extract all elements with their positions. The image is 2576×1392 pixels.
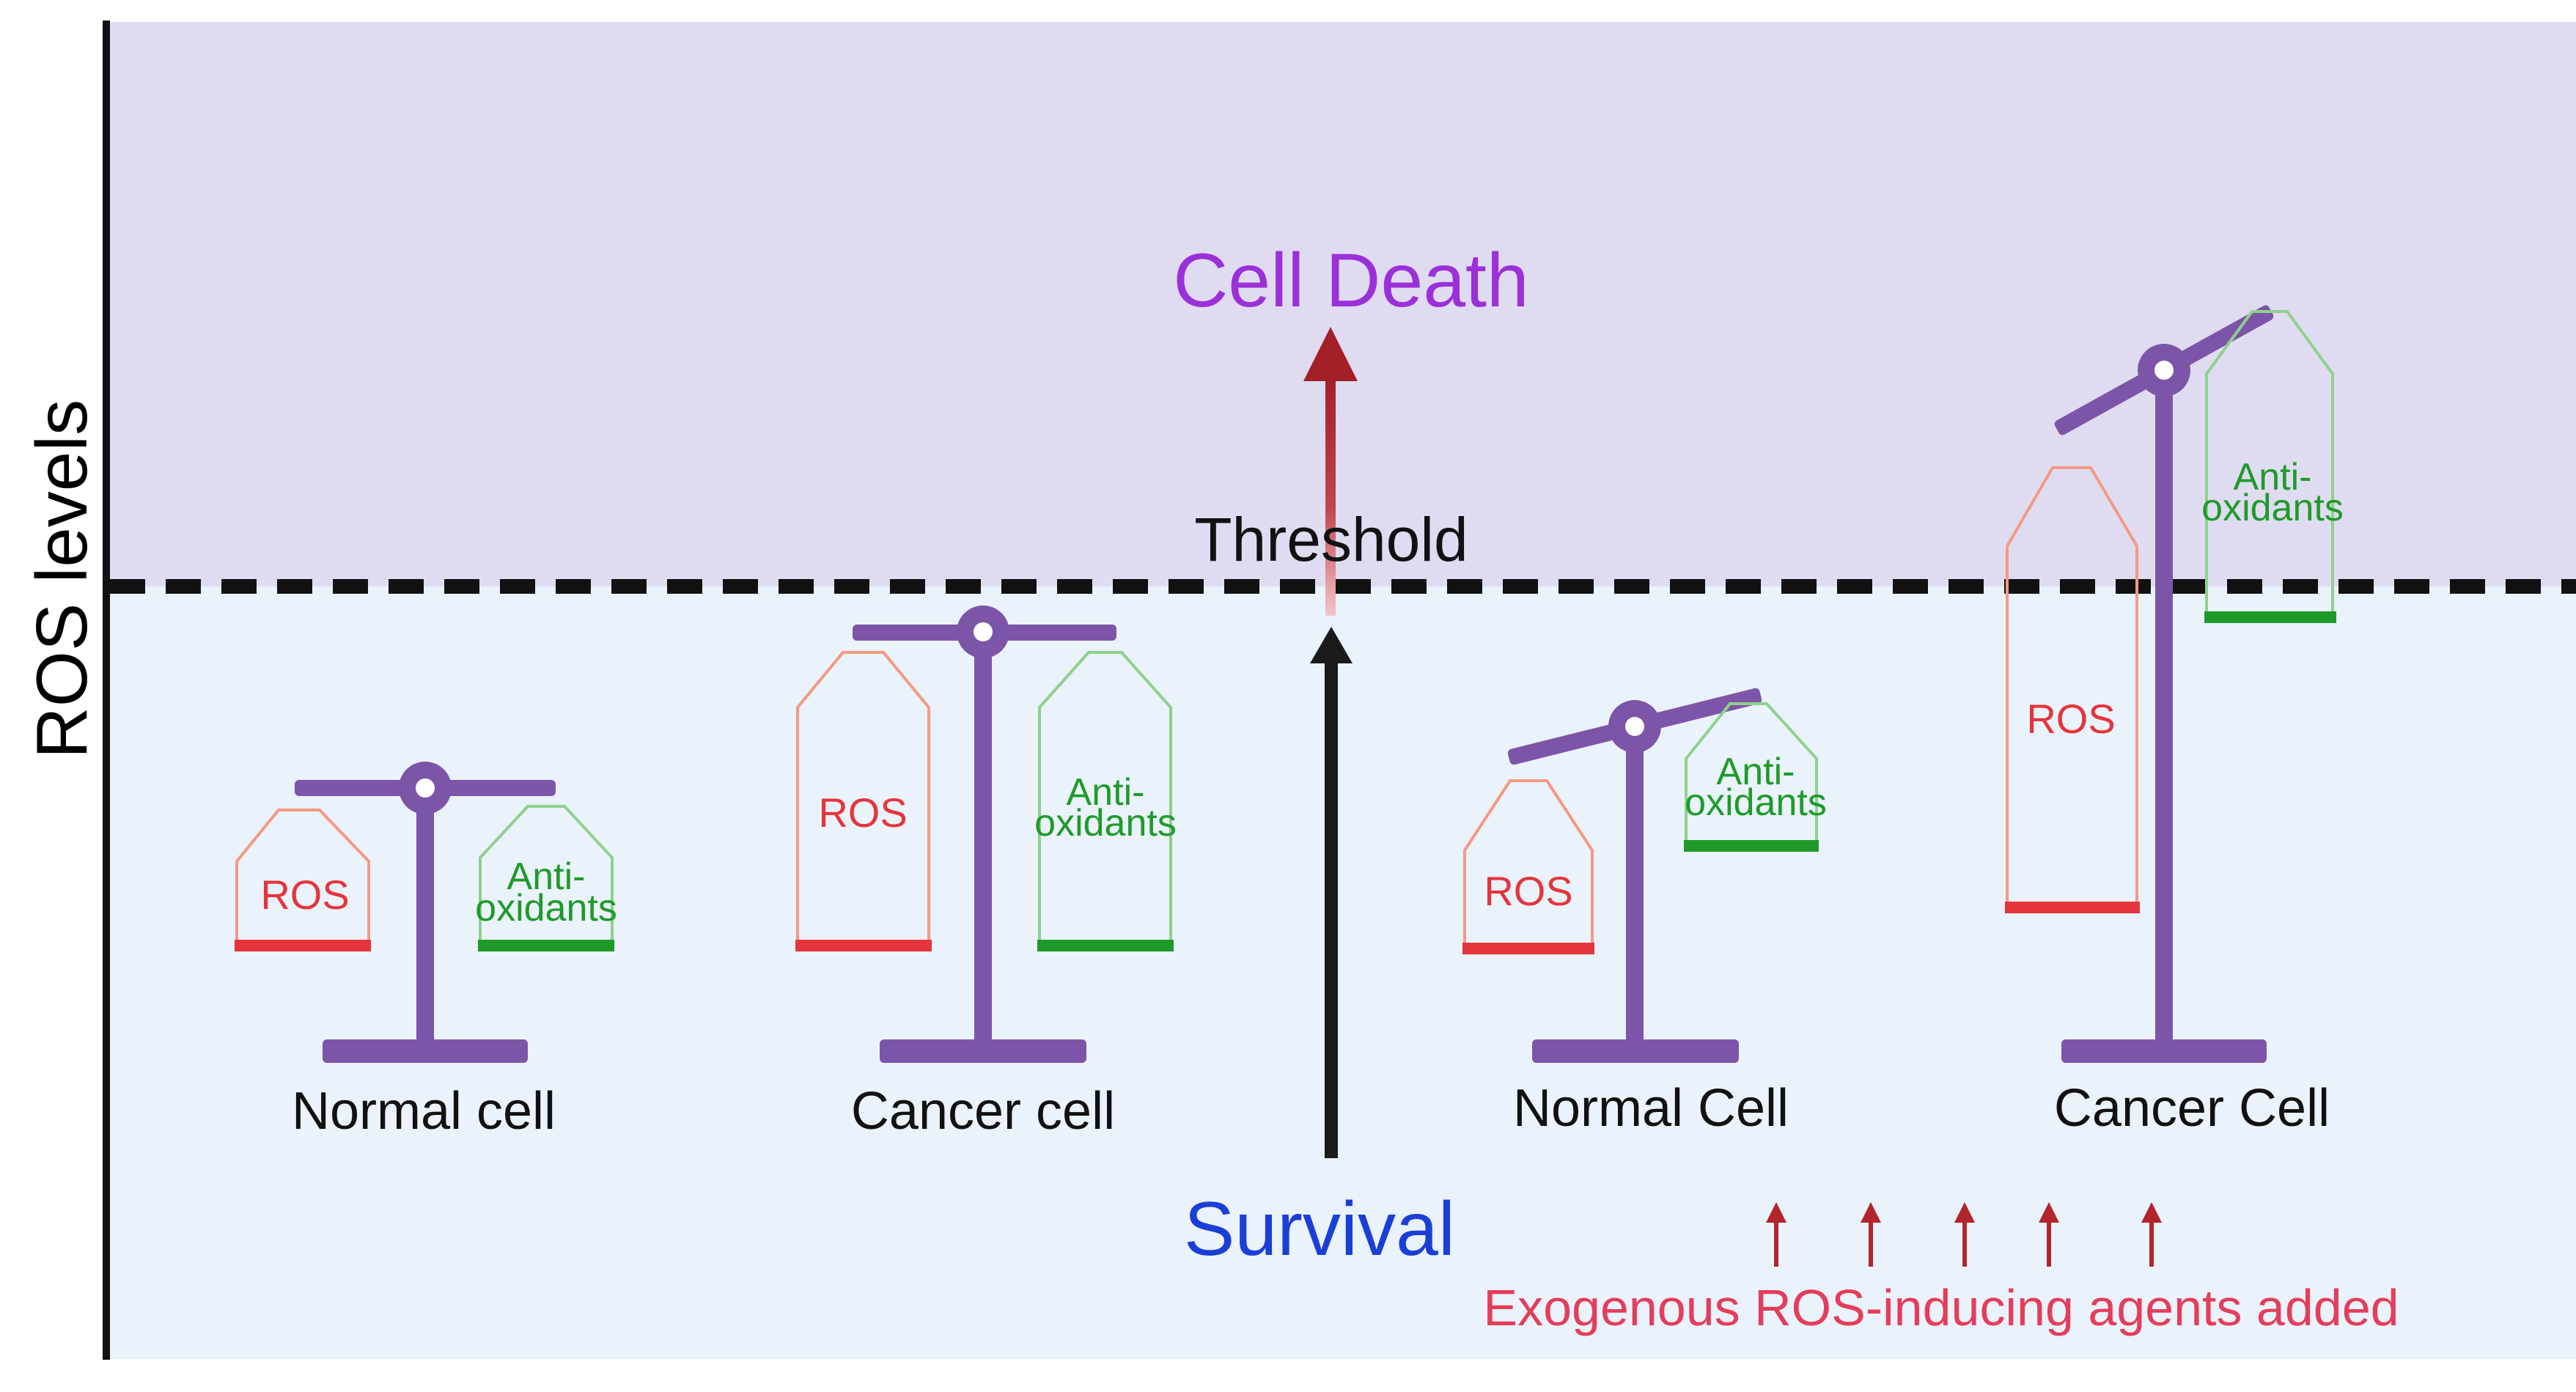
antioxidant-pan-bottom bbox=[478, 940, 614, 951]
antioxidant-pan-bottom bbox=[2204, 611, 2336, 623]
agent-arrow-icon bbox=[1954, 1202, 1975, 1267]
scale-base bbox=[1532, 1039, 1739, 1063]
survival-arrow-shaft bbox=[1325, 660, 1338, 1158]
y-axis-label: ROS levels bbox=[21, 399, 102, 759]
scale-post bbox=[416, 792, 434, 1045]
scale-caption: Normal cell bbox=[292, 1082, 556, 1141]
scale-normal-cell: ROS Anti- oxidants Normal cell bbox=[235, 762, 617, 1141]
antioxidant-label-line1: Anti- bbox=[2234, 456, 2312, 498]
antioxidant-label-line2: oxidants bbox=[2201, 487, 2344, 529]
ros-label: ROS bbox=[1484, 868, 1572, 914]
agent-arrow-icon bbox=[2141, 1202, 2162, 1267]
scale-base bbox=[323, 1039, 528, 1063]
death-arrow-head bbox=[1303, 327, 1358, 381]
death-arrow-shaft bbox=[1325, 374, 1336, 616]
scale-pivot-hole bbox=[416, 778, 435, 798]
antioxidant-label-line2: oxidants bbox=[475, 887, 617, 929]
scale-pivot-hole bbox=[974, 622, 993, 641]
antioxidant-pan-bottom bbox=[1037, 940, 1174, 951]
agent-arrow-icon bbox=[2039, 1202, 2059, 1267]
scale-pivot-hole bbox=[1625, 717, 1644, 736]
ros-pan-bottom bbox=[1462, 943, 1594, 954]
ros-label: ROS bbox=[818, 789, 907, 836]
antioxidant-label-line2: oxidants bbox=[1685, 781, 1827, 824]
exogenous-agent-arrows bbox=[1766, 1202, 2162, 1267]
threshold-label: Threshold bbox=[1194, 505, 1468, 574]
survival-label: Survival bbox=[1184, 1187, 1455, 1272]
cell-death-label: Cell Death bbox=[1173, 238, 1529, 323]
antioxidant-label-line1: Anti- bbox=[1067, 771, 1145, 814]
scale-caption: Normal Cell bbox=[1513, 1079, 1789, 1138]
scale-post bbox=[974, 638, 992, 1045]
scale-cancer-cell: ROS Anti- oxidants Cancer cell bbox=[795, 605, 1177, 1141]
scale-base bbox=[2061, 1039, 2267, 1063]
ros-pan-bottom bbox=[2005, 902, 2140, 913]
ros-label: ROS bbox=[260, 872, 349, 918]
scale-cancer-cell-treated: ROS Anti- oxidants Cancer Cell bbox=[2005, 305, 2344, 1138]
scale-post bbox=[2155, 381, 2173, 1045]
antioxidant-label-line1: Anti- bbox=[1717, 751, 1795, 793]
antioxidant-pan-bottom bbox=[1684, 840, 1819, 852]
scale-caption: Cancer Cell bbox=[2054, 1079, 2330, 1138]
ros-pan-bottom bbox=[235, 940, 371, 951]
scale-caption: Cancer cell bbox=[851, 1082, 1115, 1141]
scale-post bbox=[1626, 737, 1644, 1045]
ros-label: ROS bbox=[2026, 696, 2115, 742]
ros-pan-bottom bbox=[795, 940, 932, 951]
antioxidant-label-line2: oxidants bbox=[1034, 802, 1177, 844]
survival-arrow-head bbox=[1310, 627, 1353, 663]
antioxidant-label-line1: Anti- bbox=[507, 855, 586, 898]
agent-arrow-icon bbox=[1861, 1202, 1881, 1267]
exogenous-agents-label: Exogenous ROS-inducing agents added bbox=[1483, 1279, 2399, 1336]
scale-normal-cell-treated: ROS Anti- oxidants Normal Cell bbox=[1462, 688, 1827, 1138]
scale-base bbox=[880, 1039, 1086, 1063]
agent-arrow-icon bbox=[1766, 1202, 1786, 1267]
scale-pivot-hole bbox=[2154, 361, 2174, 380]
